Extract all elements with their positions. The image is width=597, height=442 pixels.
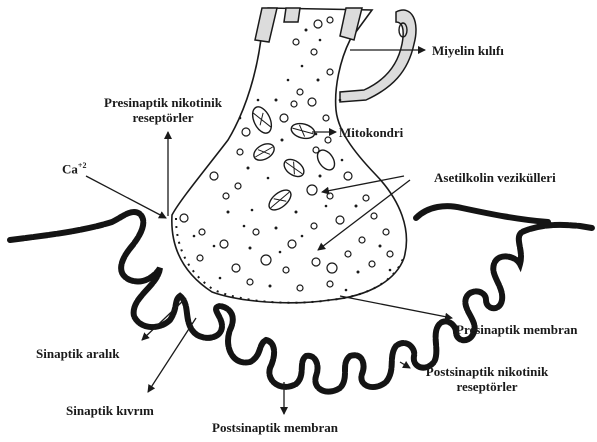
label-myelin-sheath: Miyelin kılıfı [432, 43, 504, 58]
label-presynaptic-receptors-line1: Presinaptik nikotinik [88, 95, 238, 110]
label-calcium: Ca+2 [62, 158, 86, 176]
label-postsynaptic-receptors: Postsinaptik nikotinik reseptörler [404, 364, 570, 394]
arrow-presyn-membrane [340, 296, 452, 318]
muscle-fiber-edge-right [416, 206, 548, 222]
label-postsynaptic-membrane: Postsinaptik membran [212, 420, 338, 435]
label-presynaptic-receptors: Presinaptik nikotinik reseptörler [88, 95, 238, 125]
label-presynaptic-membrane: Presinaptik membran [456, 322, 577, 337]
axon-terminal [172, 8, 407, 303]
label-postsynaptic-receptors-line2: reseptörler [404, 379, 570, 394]
label-calcium-symbol: Ca [62, 161, 78, 176]
label-postsynaptic-receptors-line1: Postsinaptik nikotinik [404, 364, 570, 379]
label-ach-vesicles: Asetilkolin vezikülleri [434, 170, 556, 185]
label-mitochondria: Mitokondri [339, 125, 403, 140]
arrow-synaptic-cleft [142, 298, 186, 340]
label-synaptic-fold: Sinaptik kıvrım [66, 403, 154, 418]
label-calcium-charge: +2 [78, 161, 87, 170]
label-presynaptic-receptors-line2: reseptörler [88, 110, 238, 125]
label-synaptic-cleft: Sinaptik aralık [36, 346, 119, 361]
